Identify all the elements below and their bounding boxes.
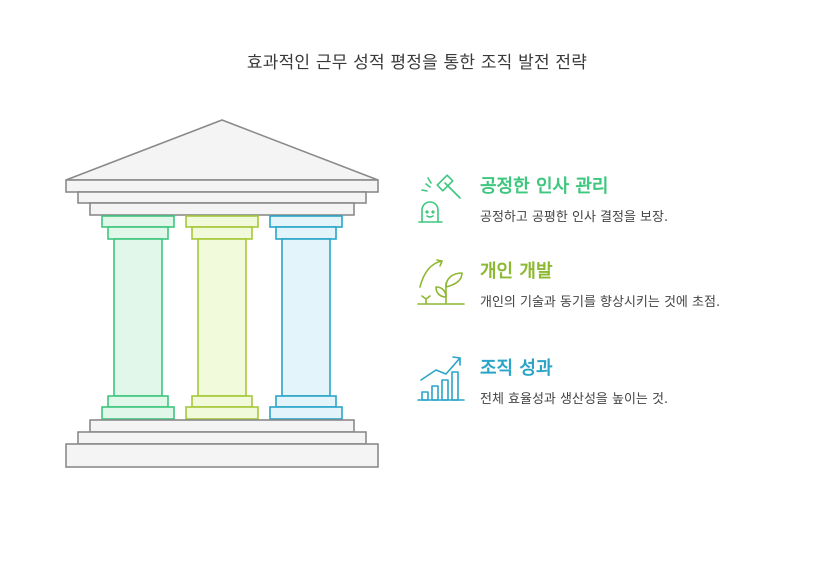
item-heading: 조직 성과 xyxy=(480,358,553,379)
temple-roof xyxy=(65,119,379,181)
temple-frieze xyxy=(89,202,355,216)
bar-chart-growth-icon xyxy=(417,356,465,401)
item-heading: 개인 개발 xyxy=(480,261,553,282)
gavel-icon xyxy=(418,174,461,223)
item-description: 전체 효율성과 생산성을 높이는 것. xyxy=(480,392,669,407)
item-description: 공정하고 공평한 인사 결정을 보장. xyxy=(480,210,669,225)
column-personal-development xyxy=(185,215,259,420)
temple-base-step-2 xyxy=(77,431,367,445)
column-org-performance xyxy=(269,215,343,420)
column-fair-hr xyxy=(101,215,175,420)
temple-entablature xyxy=(65,179,379,193)
temple-diagram xyxy=(65,119,379,468)
page-title: 효과적인 근무 성적 평정을 통한 조직 발전 전략 xyxy=(246,53,588,73)
temple-architrave xyxy=(77,191,367,204)
item-description: 개인의 기술과 동기를 향상시키는 것에 초점. xyxy=(480,295,721,310)
plant-growth-icon xyxy=(417,259,465,305)
temple-base-step-3 xyxy=(65,443,379,468)
item-heading: 공정한 인사 관리 xyxy=(480,176,609,197)
temple-base-step-1 xyxy=(89,419,355,433)
